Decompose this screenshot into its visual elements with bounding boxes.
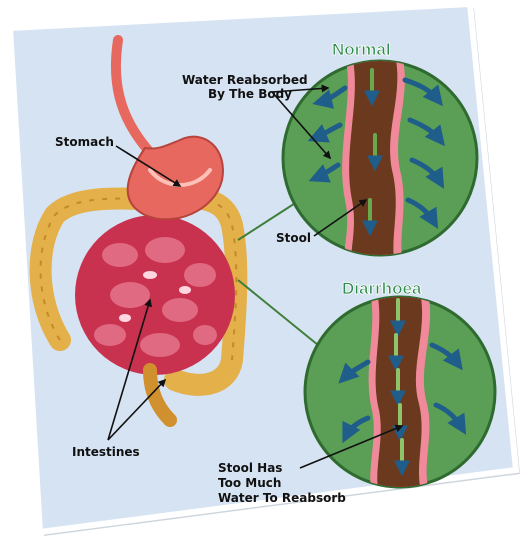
diarrhoea-title: Diarrhoea <box>342 279 422 298</box>
water-reabsorbed-label-line2: By The Body <box>208 87 292 101</box>
water-reabsorbed-label-line1: Water Reabsorbed <box>182 73 308 87</box>
normal-title: Normal <box>332 40 391 59</box>
stool-has-label-line2: Too Much <box>218 476 281 490</box>
stool-has-label-line3: Water To Reabsorb <box>218 491 346 505</box>
stool-label: Stool <box>276 231 311 245</box>
intestines-organ <box>75 215 235 375</box>
stool-has-label-line1: Stool Has <box>218 461 282 475</box>
intestines-label: Intestines <box>72 445 140 459</box>
stomach-label: Stomach <box>55 135 114 149</box>
